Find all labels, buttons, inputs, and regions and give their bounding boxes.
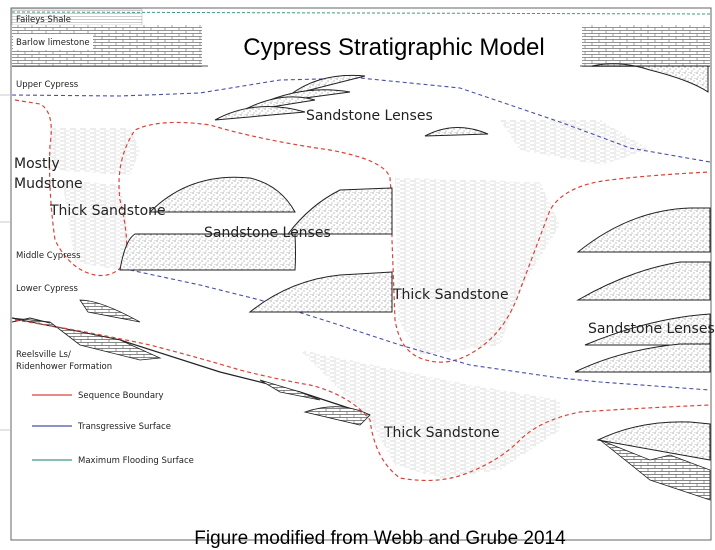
mudstone-fill <box>50 120 650 478</box>
label-thick-sandstone-1: Thick Sandstone <box>49 203 166 219</box>
limestone-wedge <box>11 317 162 361</box>
sandstone-lens <box>424 126 489 137</box>
sandstone-lens <box>248 271 393 313</box>
legend-label-max-flooding-surface: Maximum Flooding Surface <box>78 456 194 466</box>
barlow-limestone-layer-right <box>582 25 710 67</box>
unit-label-reelsville-line2: Ridenhower Formation <box>16 362 112 372</box>
sandstone-lens <box>596 421 711 461</box>
sequence-boundary-lower <box>14 319 711 482</box>
legend-label-transgressive-surface: Transgressive Surface <box>77 422 171 432</box>
unit-label-upper-cypress: Upper Cypress <box>16 80 79 90</box>
limestone-lens <box>303 406 371 426</box>
unit-label-reelsville-line1: Reelsville Ls/ <box>16 350 71 360</box>
label-sandstone-lenses-3: Sandstone Lenses <box>588 321 715 337</box>
unit-label-middle-cypress: Middle Cypress <box>16 251 81 261</box>
legend-label-sequence-boundary: Sequence Boundary <box>78 391 164 401</box>
max-flooding-surface-line <box>11 11 711 15</box>
transgressive-surface-upper <box>11 77 711 163</box>
sandstone-lens <box>591 63 709 93</box>
sandstone-lens <box>576 207 711 253</box>
transgressive-surface-lower <box>129 269 711 391</box>
figure-caption: Figure modified from Webb and Grube 2014 <box>194 528 566 549</box>
sandstone-lens <box>286 187 393 235</box>
unit-label-barlow-limestone: Barlow limestone <box>16 38 90 48</box>
legend: Sequence Boundary Transgressive Surface … <box>32 391 194 466</box>
sandstone-lens <box>214 106 306 121</box>
sandstone-lens <box>574 343 711 373</box>
label-mostly-mudstone-line2: Mudstone <box>14 176 83 192</box>
sandstone-lens <box>584 313 711 346</box>
limestone-wedge <box>599 439 711 501</box>
sandstone-lens <box>148 176 296 213</box>
unit-label-faileys-shale: Faileys Shale <box>16 15 71 25</box>
limestone-lens <box>79 299 141 323</box>
sandstone-lens <box>576 261 711 301</box>
label-sandstone-lenses-2: Sandstone Lenses <box>204 225 331 241</box>
label-mostly-mudstone-line1: Mostly <box>14 156 60 172</box>
sequence-boundary-upper <box>14 99 711 363</box>
figure-title: Cypress Stratigraphic Model <box>243 34 544 61</box>
unit-label-lower-cypress: Lower Cypress <box>16 284 78 294</box>
label-thick-sandstone-2: Thick Sandstone <box>392 287 509 303</box>
label-thick-sandstone-3: Thick Sandstone <box>383 425 500 441</box>
title-background <box>208 24 580 68</box>
label-sandstone-lenses-1: Sandstone Lenses <box>306 108 433 124</box>
